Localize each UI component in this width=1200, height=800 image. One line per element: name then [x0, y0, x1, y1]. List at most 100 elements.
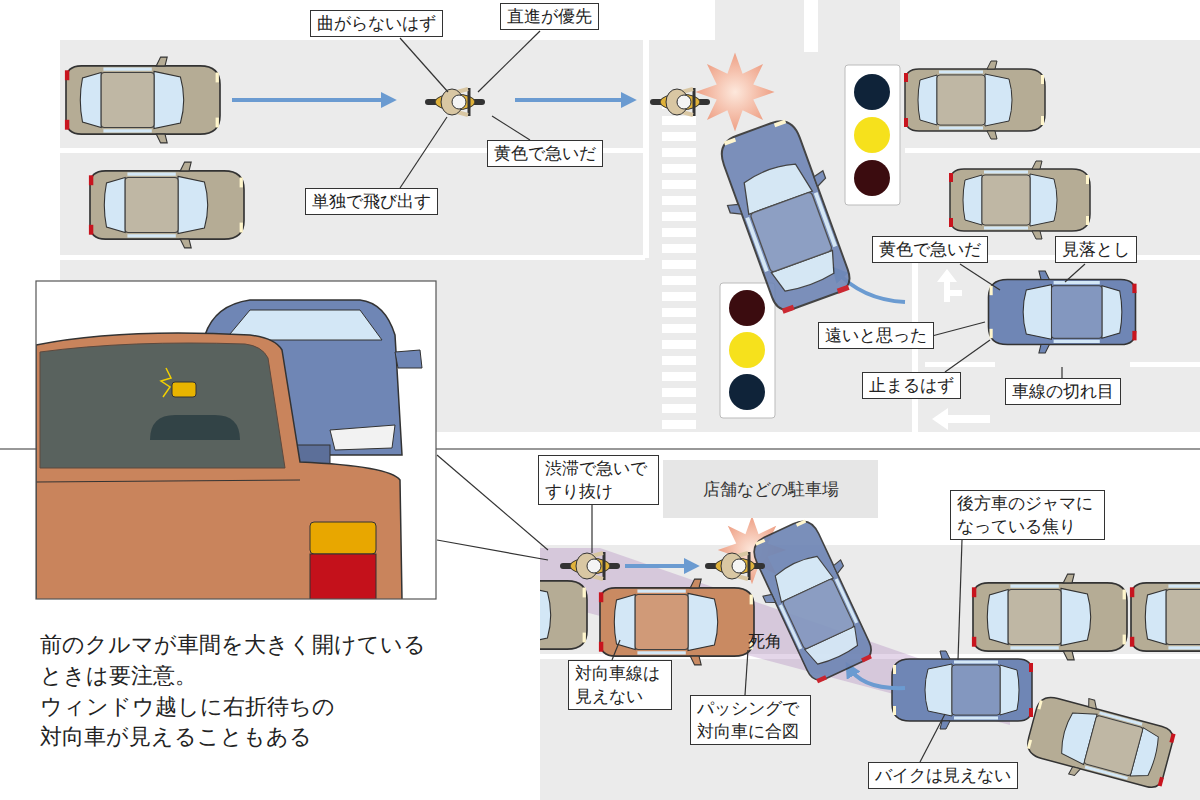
callout-box: 黄色で急いだ	[487, 140, 603, 167]
leader-line	[591, 505, 592, 553]
inset-view	[161, 368, 171, 397]
intersection-scene	[65, 57, 220, 143]
intersection-scene	[1130, 362, 1200, 367]
inset-view	[150, 415, 240, 440]
callout-text: 黄色で急いだ	[879, 238, 981, 261]
inset-view	[36, 281, 436, 599]
callout-text: 止まるはず	[869, 374, 954, 397]
intersection-scene	[937, 269, 962, 302]
callout-text: 渋滞で急いで すり抜け	[545, 457, 652, 503]
callout-box: 対向車線は 見えない	[568, 660, 672, 710]
callout-text: バイクは見えない	[875, 764, 1011, 787]
blind-spot-scene	[540, 572, 587, 658]
inset-view	[36, 281, 436, 599]
callout-box: 車線の切れ目	[1005, 378, 1121, 405]
intersection-scene	[650, 88, 710, 116]
intersection-scene	[854, 160, 890, 196]
callout-box: 黄色で急いだ	[872, 236, 988, 263]
leader-line	[945, 340, 990, 372]
inset-view	[36, 281, 436, 604]
callout-box: 曲がらないはず	[310, 10, 443, 37]
intersection-scene	[729, 374, 765, 410]
callout-text: 車線の切れ目	[1012, 380, 1114, 403]
blind-spot-scene	[599, 579, 754, 665]
inset-view	[36, 300, 422, 599]
leader-line	[960, 264, 1000, 290]
leader-line	[1061, 367, 1062, 378]
callout-text: 見落とし	[1062, 238, 1130, 261]
callout-box: パッシングで 対向車に合図	[690, 695, 811, 745]
intersection-scene	[662, 100, 696, 430]
intersection-scene	[60, 255, 645, 260]
callout-text: パッシングで 対向車に合図	[697, 697, 804, 743]
area-label: 死角	[748, 630, 782, 654]
leader-line	[400, 117, 447, 188]
intersection-scene	[706, 112, 864, 319]
intersection-scene	[89, 162, 244, 248]
leader-line	[478, 31, 540, 92]
intersection-scene	[729, 332, 765, 368]
leader-line	[492, 116, 530, 140]
intersection-scene	[425, 88, 485, 116]
intersection-scene	[695, 52, 774, 131]
leader-line	[745, 650, 748, 695]
leader-line	[612, 640, 620, 660]
callout-text: 対向車線は 見えない	[575, 662, 665, 708]
inset-view	[40, 343, 285, 468]
blind-spot-scene	[848, 666, 905, 688]
callout-box: 渋滞で急いで すり抜け	[538, 455, 659, 505]
leader-line	[400, 38, 448, 92]
intersection-scene	[854, 117, 890, 153]
intersection-scene	[854, 74, 890, 110]
inset-view	[395, 350, 422, 368]
leader-line	[400, 31, 1085, 378]
callout-text: 単独で飛び出す	[312, 190, 431, 213]
blind-spot-scene	[1130, 574, 1200, 660]
callout-box: 直進が優先	[500, 3, 599, 30]
intersection-scene	[905, 148, 1200, 153]
intersection-scene	[925, 362, 995, 367]
blind-spot-scene	[560, 552, 620, 580]
inset-view	[330, 425, 395, 450]
intersection-scene	[845, 65, 900, 205]
leader-line	[932, 322, 985, 336]
leader-line	[437, 455, 962, 762]
intersection-scene	[904, 61, 1045, 139]
blind-spot-scene	[972, 574, 1127, 660]
callout-text: 遠いと思った	[825, 324, 927, 347]
blind-spot-scene	[432, 455, 1200, 800]
blind-spot-scene	[1022, 686, 1178, 798]
intersection-scene	[804, 0, 818, 52]
intersection-scene	[932, 408, 990, 430]
note-text: 前のクルマが車間を大きく開けている ときは要注意。ウィンドウ越しに右折待ちの 対…	[40, 630, 489, 753]
leader-line	[958, 540, 962, 660]
intersection-scene	[989, 271, 1137, 353]
intersection-scene	[515, 98, 632, 102]
callout-box: 後方車のジャマに なっている焦り	[950, 490, 1105, 540]
callout-text: 直進が優先	[507, 5, 592, 28]
callout-box: 止まるはず	[862, 372, 961, 399]
callout-box: 単独で飛び出す	[305, 188, 438, 215]
intersection-scene	[729, 290, 765, 326]
callout-box: 遠いと思った	[818, 322, 934, 349]
leader-line	[437, 455, 548, 550]
leader-line	[1065, 264, 1085, 282]
leader-line	[920, 714, 945, 762]
intersection-scene	[949, 161, 1090, 239]
blind-spot-scene	[540, 572, 1200, 798]
leader-line	[437, 540, 548, 560]
inset-view	[310, 522, 376, 554]
callout-box: 見落とし	[1055, 236, 1137, 263]
parking-area: 店舗などの駐車場	[663, 460, 878, 518]
blind-spot-scene	[892, 651, 1033, 729]
callout-text: 後方車のジャマに なっている焦り	[957, 492, 1098, 538]
intersection-scene	[720, 283, 775, 418]
inset-view	[36, 480, 300, 482]
callout-text: 曲がらないはず	[317, 12, 436, 35]
inset-view	[172, 382, 196, 397]
blind-spot-scene	[741, 512, 884, 689]
inset-view	[310, 554, 376, 599]
blind-spot-scene	[540, 545, 1200, 800]
callout-text: 店舗などの駐車場	[703, 478, 839, 500]
